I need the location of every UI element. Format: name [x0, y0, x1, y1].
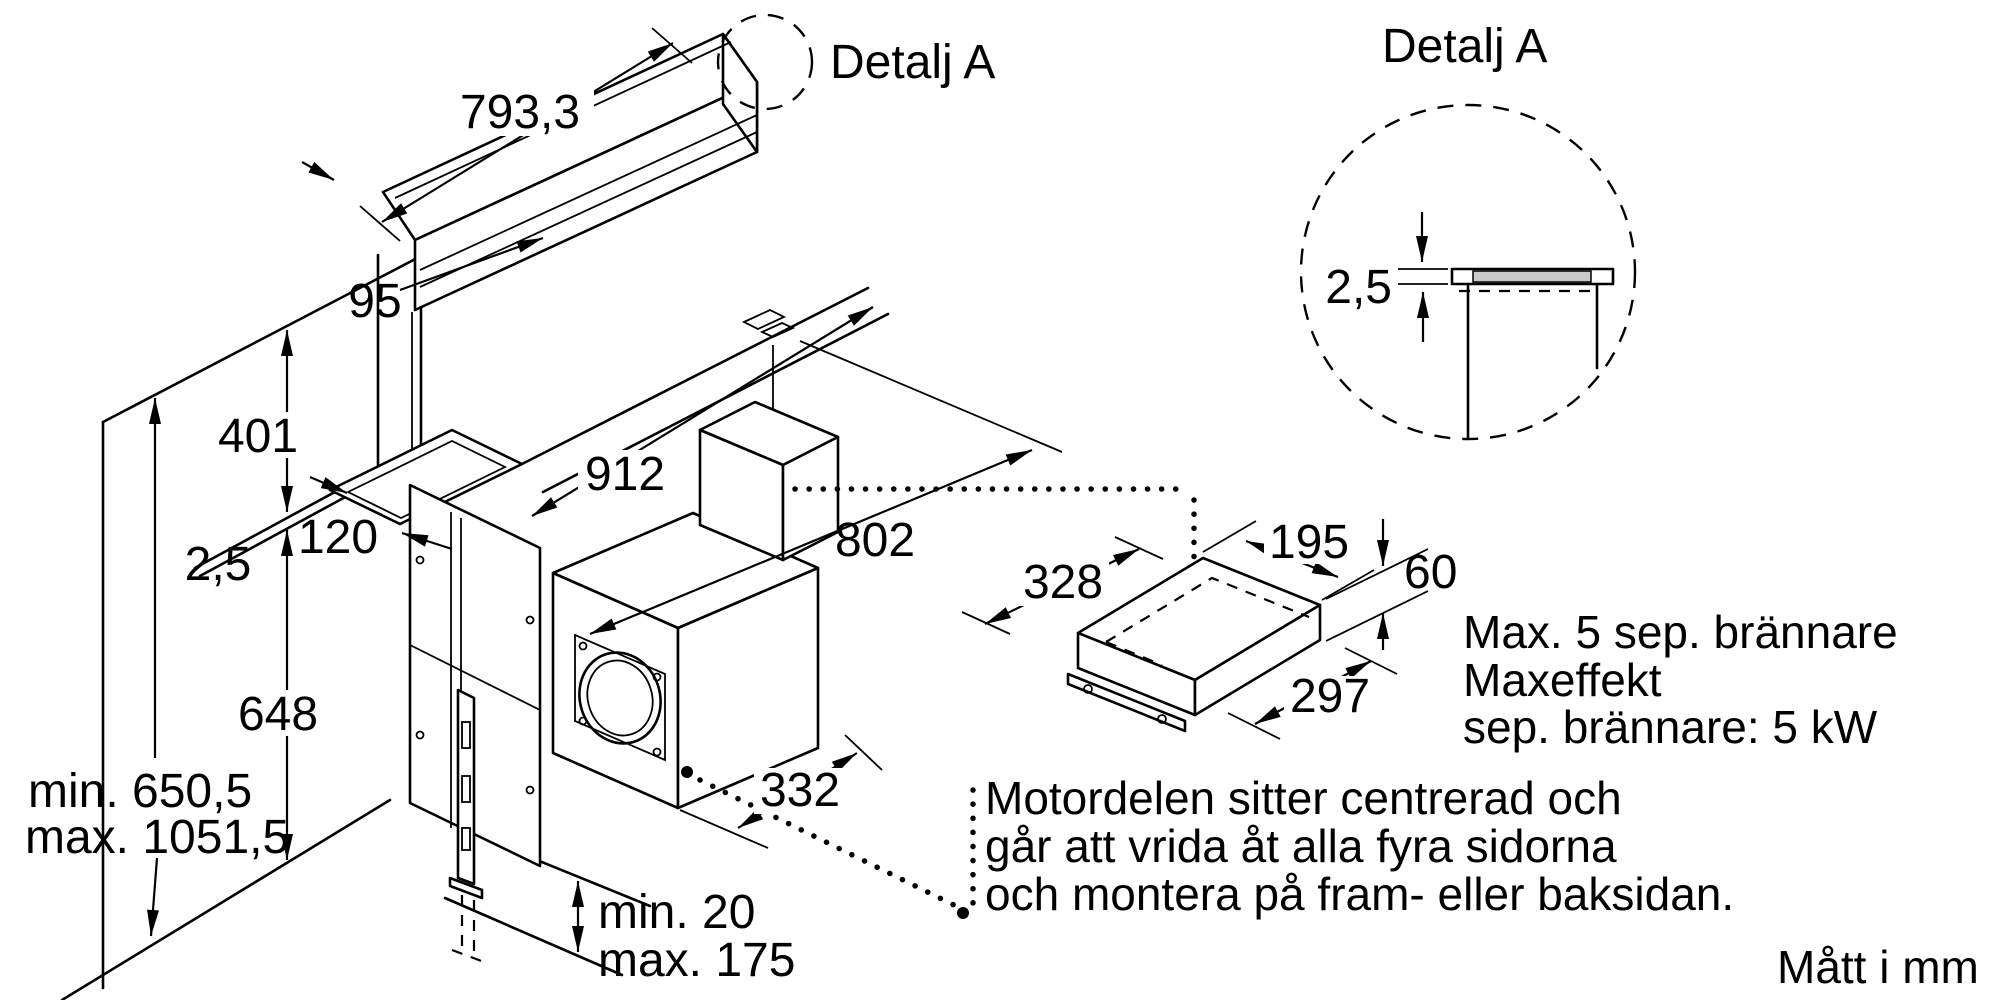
flat-duct-box — [961, 519, 1429, 740]
dim-label-duct-inner: 297 — [1290, 670, 1370, 723]
note-burners-line3: sep. brännare: 5 kW — [1463, 701, 1878, 753]
dim-label-front-offset: 120 — [298, 511, 378, 564]
dim-label-rear-clearance: 802 — [835, 514, 915, 567]
note-motor-line1: Motordelen sitter centrerad och — [985, 772, 1622, 824]
glass-panel-section — [1472, 270, 1592, 283]
detail-a-view-title: Detalj A — [1382, 20, 1547, 73]
dim-label-floor-gap-min: min. 20 — [598, 886, 755, 939]
dimension-labels: 793,3 95 401 2,5 120 912 802 648 min. 65… — [25, 86, 1457, 987]
dim-label-duct-width: 195 — [1269, 516, 1349, 569]
titles-and-notes: Detalj A Detalj A Max. 5 sep. brännare M… — [830, 20, 1979, 993]
detail-a-view-circle — [1299, 103, 1637, 441]
dim-label-height-min: min. 650,5 — [28, 765, 252, 818]
note-motor-line2: går att vrida åt alla fyra sidorna — [985, 820, 1617, 872]
dim-label-height-max: max. 1051,5 — [25, 811, 289, 864]
dim-label-duct-length: 328 — [1023, 556, 1103, 609]
hood-glass-panel — [381, 32, 759, 312]
units-note: Mått i mm — [1777, 941, 1979, 993]
label-whiteouts — [214, 86, 1376, 814]
detail-a-view — [1299, 103, 1637, 441]
dim-label-detail-thickness: 2,5 — [1325, 261, 1392, 314]
dim-label-niche-width: 912 — [585, 448, 665, 501]
mounting-rail — [448, 688, 485, 964]
dim-label-worktop-thickness: 2,5 — [185, 538, 252, 591]
dim-label-base-height: 648 — [238, 688, 318, 741]
detail-a-callout-circle — [716, 13, 814, 111]
dim-label-panel-depth: 95 — [348, 275, 401, 328]
detail-a-callout-label: Detalj A — [830, 36, 995, 89]
dim-label-lift-travel: 401 — [218, 410, 298, 463]
dim-label-floor-gap-max: max. 175 — [598, 934, 795, 987]
note-motor-line3: och montera på fram- eller baksidan. — [985, 868, 1734, 920]
dim-label-duct-height: 60 — [1404, 546, 1457, 599]
chassis-box — [408, 483, 542, 868]
dim-label-motor-box-depth: 332 — [760, 764, 840, 817]
dim-label-panel-width: 793,3 — [460, 86, 580, 139]
duct-outlet-circle — [578, 651, 662, 745]
duct-flange-plate — [574, 633, 666, 762]
note-burners-line1: Max. 5 sep. brännare — [1463, 606, 1898, 658]
note-burners-line2: Maxeffekt — [1463, 654, 1662, 706]
